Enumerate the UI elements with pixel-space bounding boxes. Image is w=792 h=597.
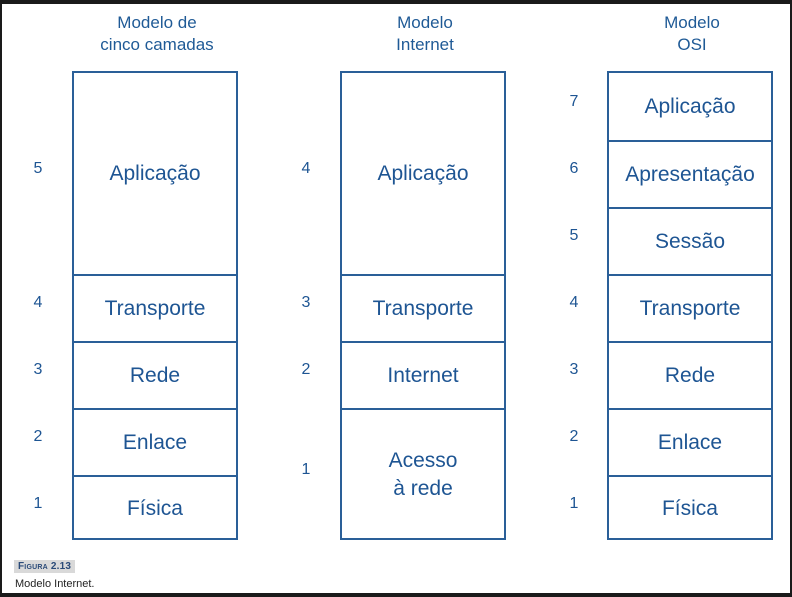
column-title-five-layer: Modelo de cinco camadas	[57, 12, 257, 56]
layer-label: Rede	[129, 363, 181, 387]
figure-frame: Modelo de cinco camadas Aplicação Transp…	[2, 4, 790, 593]
layer-label: Transporte	[372, 296, 474, 320]
layer-number: 3	[301, 294, 311, 311]
layer-box: Transporte	[342, 274, 504, 341]
layer-label: Transporte	[104, 296, 206, 320]
layer-label: Enlace	[122, 430, 188, 454]
layer-box: Rede	[74, 341, 236, 408]
figure-caption: Modelo Internet.	[15, 578, 95, 590]
layer-label: Rede	[664, 363, 716, 387]
layer-box: Apresentação	[609, 140, 771, 207]
column-title-line: Modelo	[397, 13, 453, 32]
layer-box: Física	[74, 475, 236, 540]
column-title-line: Modelo de	[117, 13, 197, 32]
layer-label: Acesso à rede	[388, 449, 458, 500]
layer-box: Aplicação	[342, 73, 504, 274]
layer-box: Rede	[609, 341, 771, 408]
layer-label: Aplicação	[109, 161, 201, 185]
figure-label: Figura 2.13	[14, 560, 76, 573]
column-title-line: Modelo	[664, 13, 720, 32]
layer-box: Enlace	[609, 408, 771, 475]
column-title-line: OSI	[677, 35, 707, 54]
layer-number: 2	[33, 428, 43, 445]
layer-label: Aplicação	[644, 94, 736, 118]
layer-label: Sessão	[654, 229, 726, 253]
layer-label: Apresentação	[625, 162, 755, 186]
layer-number: 1	[569, 495, 579, 512]
layer-label: Internet	[387, 363, 459, 387]
layer-box: Aplicação	[609, 73, 771, 140]
column-title-osi: Modelo OSI	[592, 12, 792, 56]
layer-label: Enlace	[657, 430, 723, 454]
layer-box: Física	[609, 475, 771, 540]
layer-label: Aplicação	[377, 161, 469, 185]
layer-box: Enlace	[74, 408, 236, 475]
layer-number: 5	[569, 227, 579, 244]
column-title-internet: Modelo Internet	[325, 12, 525, 56]
osi-model-stack: Aplicação Apresentação Sessão Transporte…	[607, 71, 773, 540]
layer-number: 5	[33, 160, 43, 177]
column-title-line: Internet	[396, 35, 454, 54]
layer-number: 4	[301, 160, 311, 177]
layer-box: Transporte	[74, 274, 236, 341]
layer-box: Transporte	[609, 274, 771, 341]
layer-number: 4	[33, 294, 43, 311]
layer-box: Acesso à rede	[342, 408, 504, 540]
layer-label: Física	[661, 496, 718, 520]
layer-label: Física	[126, 496, 183, 520]
layer-box: Internet	[342, 341, 504, 408]
layer-number: 2	[569, 428, 579, 445]
column-title-line: cinco camadas	[100, 35, 214, 54]
layer-number: 2	[301, 361, 311, 378]
layer-box: Aplicação	[74, 73, 236, 274]
layer-number: 3	[569, 361, 579, 378]
layer-number: 7	[569, 93, 579, 110]
five-layer-stack: Aplicação Transporte Rede Enlace Física	[72, 71, 238, 540]
layer-number: 1	[301, 461, 311, 478]
layer-number: 6	[569, 160, 579, 177]
layer-number: 3	[33, 361, 43, 378]
layer-number: 4	[569, 294, 579, 311]
internet-model-stack: Aplicação Transporte Internet Acesso à r…	[340, 71, 506, 540]
layer-box: Sessão	[609, 207, 771, 274]
layer-label: Transporte	[639, 296, 741, 320]
layer-number: 1	[33, 495, 43, 512]
